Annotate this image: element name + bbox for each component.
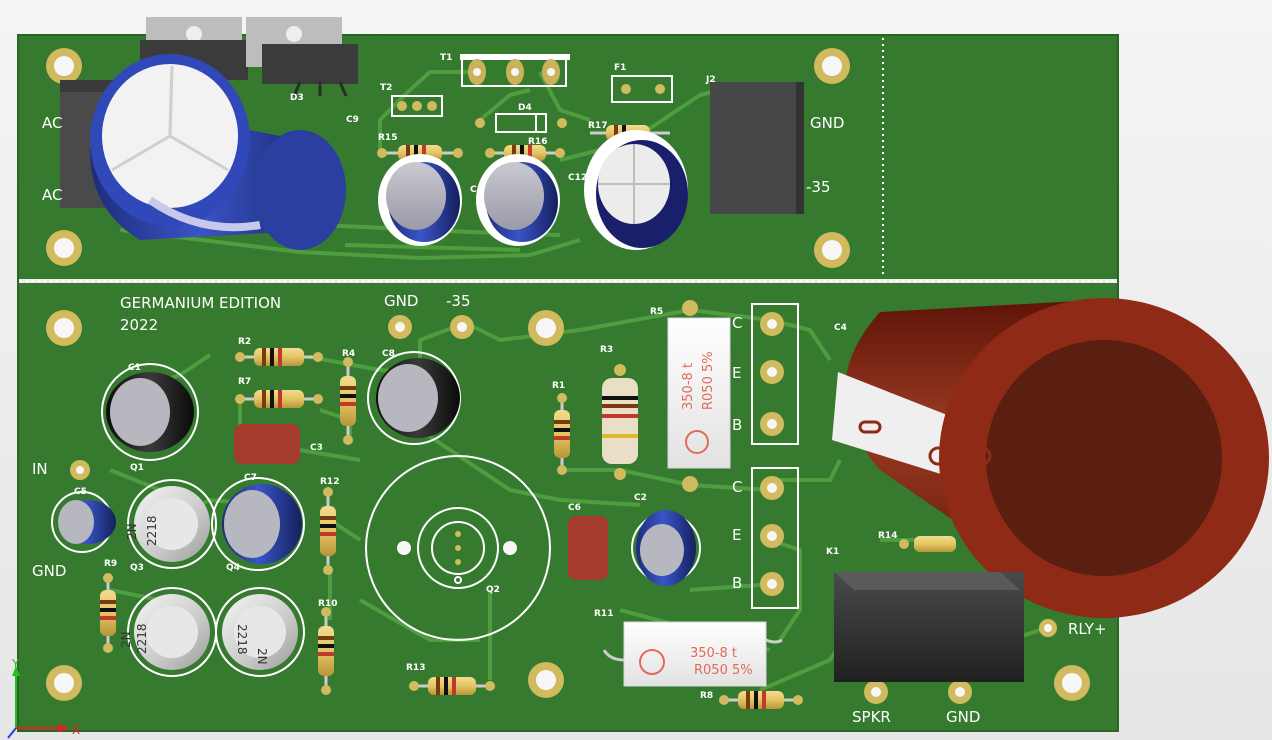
label-top-gnd: GND: [810, 114, 844, 132]
q-marking-a2: 2218: [145, 515, 159, 546]
t1-connector: [460, 54, 570, 87]
ref-f1: F1: [614, 63, 626, 73]
ref-r16: R16: [528, 137, 547, 147]
connector-pads: [70, 315, 1057, 704]
ref-r5: R5: [650, 307, 663, 317]
ref-r2: R2: [238, 337, 251, 347]
label-ac-2: AC: [42, 186, 62, 204]
label-ac-1: AC: [42, 114, 62, 132]
pin-upper-e: E: [732, 364, 741, 382]
q-marking-b2: 2218: [135, 623, 149, 654]
label-rly-plus: RLY+: [1068, 620, 1107, 638]
label-spkr: SPKR: [852, 708, 891, 726]
label-mid-m35: -35: [446, 292, 471, 310]
axis-triad: Y X: [7, 657, 80, 739]
ref-d4: D4: [518, 103, 532, 113]
q-marking-a1: 2N: [125, 523, 139, 540]
ref-r3: R3: [600, 345, 613, 355]
label-in: IN: [32, 460, 48, 478]
electrolytic-caps-lower: [51, 351, 701, 586]
ref-r7: R7: [238, 377, 251, 387]
f1-fuse: [611, 75, 673, 103]
t2-header: [391, 95, 443, 117]
ref-c1x: C1: [470, 185, 483, 195]
ref-c8: C8: [382, 349, 395, 359]
bulk-capacitor-blue: [90, 54, 346, 250]
label-in-gnd: GND: [32, 562, 66, 580]
ref-d3: D3: [290, 93, 304, 103]
film-capacitors: [234, 424, 608, 580]
axis-y-label: Y: [11, 657, 20, 671]
metal-can-transistors: [127, 479, 305, 677]
q-marking-b1: 2N: [119, 631, 133, 648]
ref-c4: C4: [834, 323, 847, 333]
ref-r8: R8: [700, 691, 713, 701]
r5-marking-line1: 350-8 t: [681, 363, 696, 410]
pin-lower-b: B: [732, 574, 742, 592]
ref-r14: R14: [878, 531, 897, 541]
ref-r1: R1: [552, 381, 565, 391]
ref-r13: R13: [406, 663, 425, 673]
label-top-m35: -35: [806, 178, 831, 196]
power-resistor-r11: [602, 621, 783, 687]
r11-marking-line2: R050 5%: [694, 663, 753, 678]
ref-r12: R12: [320, 477, 339, 487]
q2-footprint: [365, 455, 551, 641]
ref-r17: R17: [588, 121, 607, 131]
ref-c9: C9: [346, 115, 359, 125]
ref-c2: C2: [634, 493, 647, 503]
bulk-capacitor-red: [832, 298, 1269, 618]
relay-k1: [834, 572, 1024, 682]
ref-q3: Q3: [130, 563, 144, 573]
ref-c7: C7: [244, 473, 257, 483]
ref-r4: R4: [342, 349, 355, 359]
axis-x-label: X: [72, 723, 80, 737]
ref-c3: C3: [310, 443, 323, 453]
label-mid-gnd: GND: [384, 292, 418, 310]
board-title-line2: 2022: [120, 316, 158, 334]
ref-c5: C5: [74, 487, 87, 497]
ref-k1: K1: [826, 547, 839, 557]
ref-q1: Q1: [130, 463, 144, 473]
mounting-holes: [46, 48, 1090, 701]
ref-q4: Q4: [226, 563, 240, 573]
q-marking-c1: 2N: [255, 648, 269, 665]
pin-upper-c: C: [732, 314, 742, 332]
ref-r10: R10: [318, 599, 337, 609]
ref-t2: T2: [380, 83, 392, 93]
electrolytic-caps-upper: [378, 130, 688, 250]
copper-traces: [109, 70, 1041, 692]
silkscreen-labels: GERMANIUM EDITION 2022 AC AC GND -35 GND…: [32, 53, 1107, 726]
pin-lower-c: C: [732, 478, 742, 496]
ref-c12: C12: [568, 173, 587, 183]
label-spkr-gnd: GND: [946, 708, 980, 726]
r11-marking-line1: 350-8 t: [690, 646, 737, 661]
d4-diode: [475, 113, 567, 133]
ref-t1: T1: [440, 53, 452, 63]
j2-connector: [710, 82, 802, 214]
ref-r9: R9: [104, 559, 117, 569]
board-title-line1: GERMANIUM EDITION: [120, 294, 281, 312]
ref-c1: C1: [128, 363, 141, 373]
axial-resistors: [100, 125, 956, 709]
pin-lower-e: E: [732, 526, 741, 544]
transistor-terminal-upper: [751, 303, 799, 445]
q-marking-c2: 2218: [235, 624, 249, 655]
ref-j2: J2: [705, 75, 716, 85]
ref-r11: R11: [594, 609, 613, 619]
ref-r15: R15: [378, 133, 397, 143]
transistor-terminal-lower: [751, 467, 799, 609]
ref-c6: C6: [568, 503, 581, 513]
pin-upper-b: B: [732, 416, 742, 434]
ref-q2: Q2: [486, 585, 500, 595]
power-resistor-r5: [667, 300, 731, 492]
r5-marking-line2: R050 5%: [701, 351, 716, 410]
